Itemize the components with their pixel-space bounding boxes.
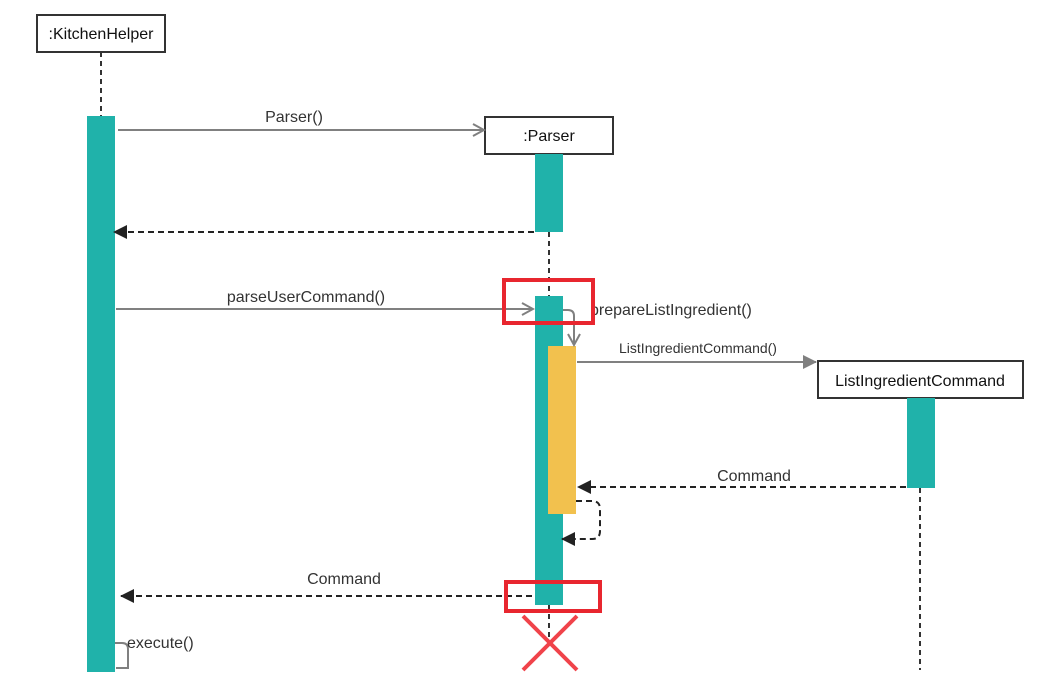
execute-label: execute() xyxy=(127,635,194,652)
destroy-x-mark xyxy=(521,614,579,672)
parser-label: :Parser xyxy=(523,128,575,145)
command-return-outer-label: Command xyxy=(307,571,381,588)
list-ingredient-constructor-label: ListIngredientCommand() xyxy=(619,340,777,356)
parse-user-command-label: parseUserCommand() xyxy=(227,289,385,306)
parser-constructor-label: Parser() xyxy=(265,109,323,126)
command-return-inner-label: Command xyxy=(717,468,791,485)
highlight-box-top xyxy=(502,278,595,325)
list-ingredient-command-object: ListIngredientCommand xyxy=(817,360,1024,399)
self-return-arrow xyxy=(561,500,601,546)
parser-object: :Parser xyxy=(484,116,614,155)
parser-nested-activation xyxy=(548,346,576,514)
list-ingredient-command-label: ListIngredientCommand xyxy=(835,373,1005,390)
highlight-box-bottom xyxy=(504,580,602,613)
prepare-list-ingredient-arrow xyxy=(563,309,574,345)
execute-arrow xyxy=(115,642,129,669)
kitchen-helper-activation xyxy=(87,116,115,672)
kitchen-helper-object: :KitchenHelper xyxy=(36,14,166,53)
parser-constructor-activation xyxy=(535,154,563,232)
kitchen-helper-label: :KitchenHelper xyxy=(49,26,155,43)
prepare-list-ingredient-label: prepareListIngredient() xyxy=(590,302,752,319)
list-ingredient-command-activation xyxy=(907,398,935,488)
